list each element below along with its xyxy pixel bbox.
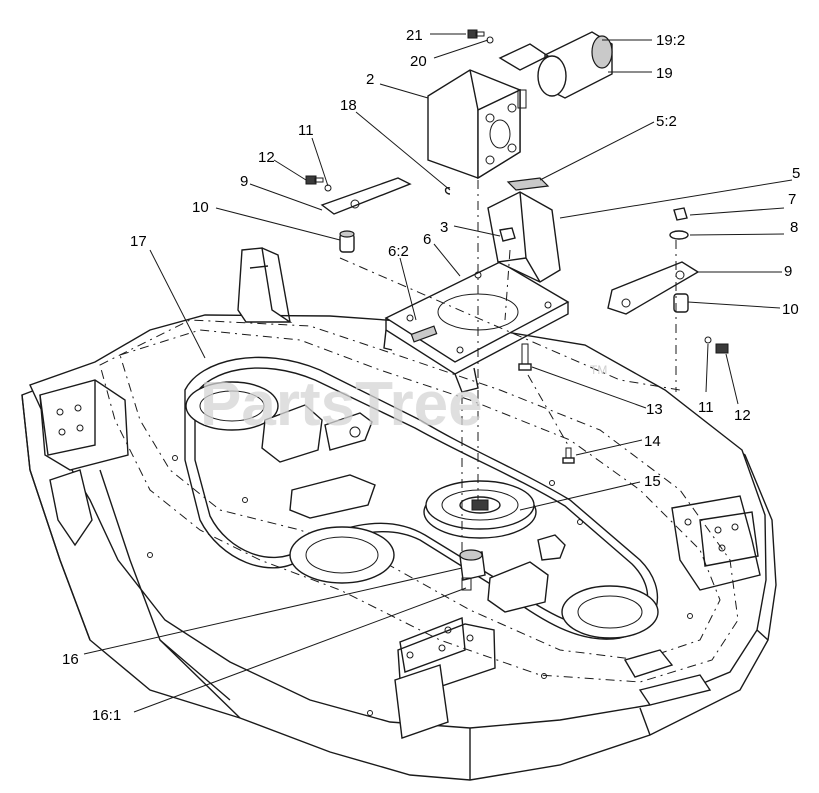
assembly-lines bbox=[339, 180, 681, 555]
callout-10-left: 10 bbox=[192, 199, 209, 216]
callout-19: 19 bbox=[656, 65, 673, 82]
callout-3: 3 bbox=[440, 219, 448, 236]
callout-5-2: 5:2 bbox=[656, 113, 677, 130]
callout-16: 16 bbox=[62, 651, 79, 668]
pulley-15 bbox=[423, 480, 537, 539]
callout-9-left: 9 bbox=[240, 173, 248, 190]
callout-19-2: 19:2 bbox=[656, 32, 685, 49]
callout-6-2: 6:2 bbox=[388, 243, 409, 260]
callout-5: 5 bbox=[792, 165, 800, 182]
callout-12-right: 12 bbox=[734, 407, 751, 424]
leader-lines bbox=[83, 33, 793, 713]
callout-11-left: 11 bbox=[298, 122, 314, 139]
callout-9-right: 9 bbox=[784, 263, 792, 280]
callout-7: 7 bbox=[788, 191, 796, 208]
callout-13: 13 bbox=[646, 401, 663, 418]
mounting-plate-6 bbox=[383, 261, 570, 393]
gearbox-2 bbox=[427, 69, 527, 180]
callout-2: 2 bbox=[366, 71, 374, 88]
callout-labels: 21 20 19:2 19 2 18 5:2 11 12 9 5 7 10 3 … bbox=[62, 27, 800, 724]
watermark-trademark: TM bbox=[590, 363, 607, 377]
bracket-5 bbox=[487, 177, 561, 283]
watermark: PartsTree TM bbox=[200, 363, 607, 439]
callout-11-right: 11 bbox=[698, 399, 714, 416]
callout-10-right: 10 bbox=[782, 301, 799, 318]
callout-16-1: 16:1 bbox=[92, 707, 121, 724]
watermark-text: PartsTree bbox=[200, 370, 483, 439]
hub-16 bbox=[459, 549, 486, 591]
mower-deck bbox=[21, 247, 777, 781]
callout-6: 6 bbox=[423, 231, 431, 248]
callout-14: 14 bbox=[644, 433, 661, 450]
callout-18: 18 bbox=[340, 97, 357, 114]
callout-17: 17 bbox=[130, 233, 147, 250]
callout-12-left: 12 bbox=[258, 149, 275, 166]
callout-8: 8 bbox=[790, 219, 798, 236]
hardware bbox=[305, 29, 729, 464]
callout-15: 15 bbox=[644, 473, 661, 490]
callout-21: 21 bbox=[406, 27, 423, 44]
callout-20: 20 bbox=[410, 53, 427, 70]
actuator-19 bbox=[498, 31, 613, 99]
